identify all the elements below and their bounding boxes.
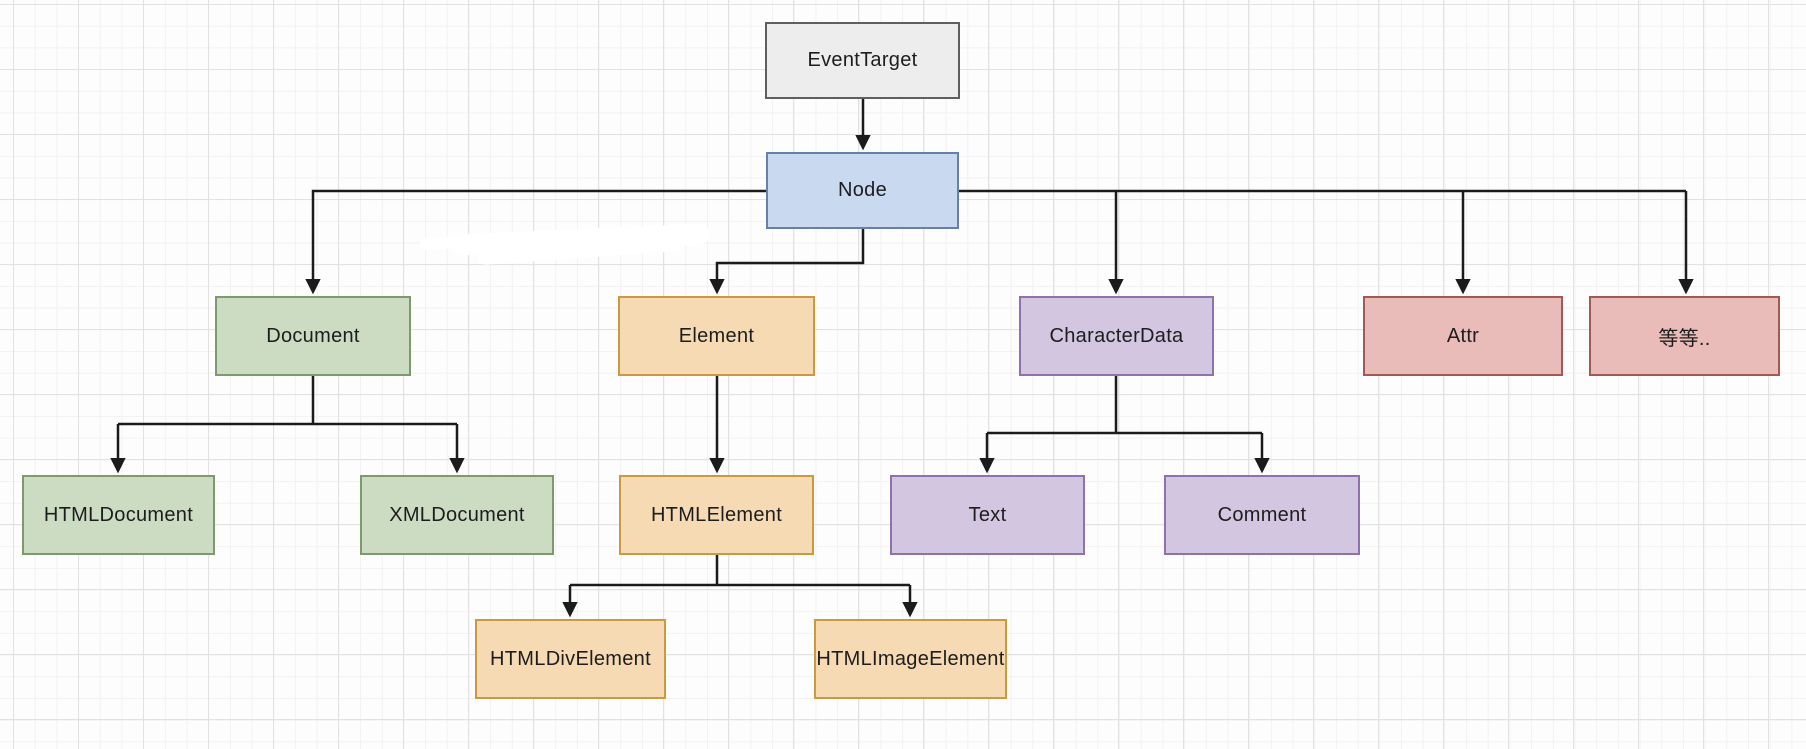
edge-node-element: [709, 229, 865, 295]
node-label-characterdata: CharacterData: [1049, 324, 1184, 347]
node-label-node: Node: [837, 179, 887, 201]
diagram-node-xmldocument: XMLDocument: [360, 475, 554, 555]
node-label-htmlelement: HTMLElement: [650, 503, 783, 526]
diagram-node-element: Element: [618, 296, 815, 376]
node-label-htmlimageelement: HTMLImageElement: [816, 647, 1005, 670]
diagram-node-attr: Attr: [1363, 296, 1563, 376]
node-label-attr: Attr: [1446, 324, 1480, 347]
node-label-etc: 等等..: [1658, 327, 1711, 350]
diagram-node-characterdata: CharacterData: [1019, 296, 1214, 376]
node-label-element: Element: [678, 324, 755, 347]
diagram-node-document: Document: [215, 296, 411, 376]
diagram-node-etc: 等等..: [1589, 296, 1780, 376]
diagram-node-htmlelement: HTMLElement: [619, 475, 814, 555]
node-label-eventtarget: EventTarget: [807, 49, 918, 71]
diagram-node-htmldivelement: HTMLDivElement: [475, 619, 666, 699]
diagram-node-htmlimageelement: HTMLImageElement: [814, 619, 1007, 699]
node-label-xmldocument: XMLDocument: [389, 503, 525, 526]
diagram-node-node: Node: [766, 152, 959, 229]
diagram-node-eventtarget: EventTarget: [765, 22, 960, 99]
diagram-node-text: Text: [890, 475, 1085, 555]
node-label-comment: Comment: [1217, 503, 1307, 526]
node-label-htmldivelement: HTMLDivElement: [490, 647, 651, 670]
node-label-text: Text: [968, 503, 1007, 526]
node-label-htmldocument: HTMLDocument: [43, 503, 194, 526]
node-label-document: Document: [266, 324, 360, 347]
diagram-node-comment: Comment: [1164, 475, 1360, 555]
diagram-node-htmldocument: HTMLDocument: [22, 475, 215, 555]
